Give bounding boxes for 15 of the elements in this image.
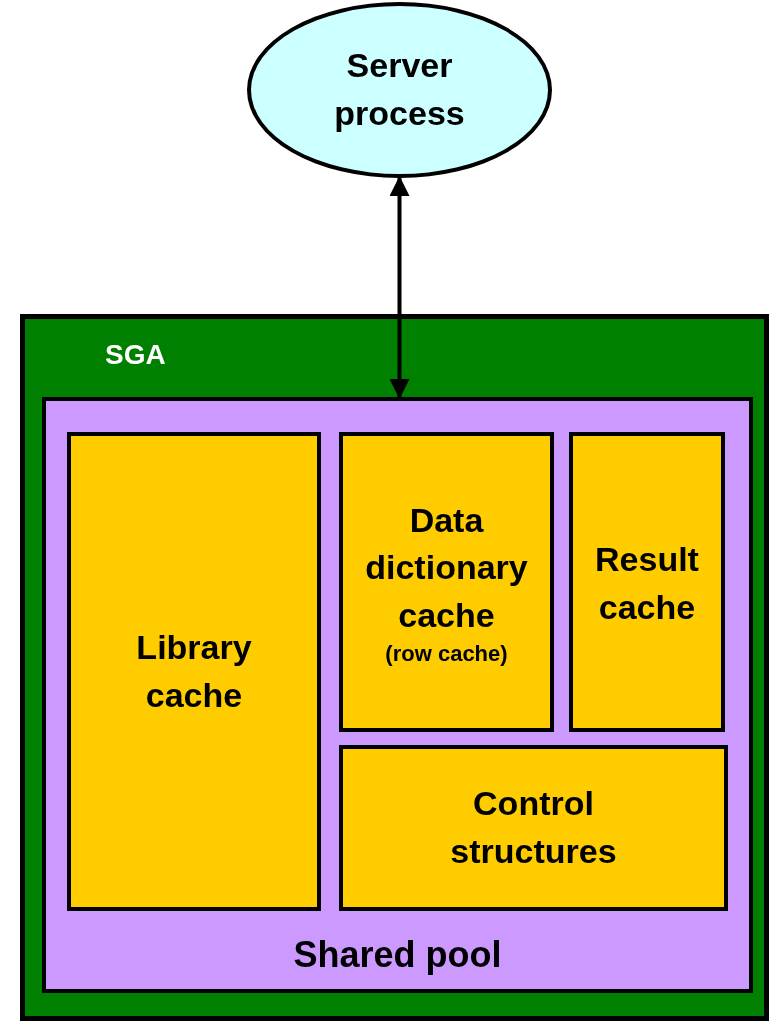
box-label: Control structures — [449, 783, 618, 872]
cache-box — [67, 432, 321, 911]
structures-box — [339, 745, 728, 911]
box-label: Library cache — [135, 626, 253, 716]
memory-area-box — [20, 314, 769, 1021]
pool-box — [42, 397, 753, 993]
cache-box — [569, 432, 725, 732]
area-label: SGA — [105, 341, 166, 369]
box-note: (row cache) — [384, 639, 509, 668]
box-label: Server process — [333, 45, 466, 134]
box-label: Result cache — [594, 539, 700, 628]
pool-label: Shared pool — [292, 937, 503, 973]
box-label: Data dictionary cache — [364, 499, 529, 637]
cache-box — [339, 432, 554, 732]
double-arrow — [389, 176, 410, 399]
